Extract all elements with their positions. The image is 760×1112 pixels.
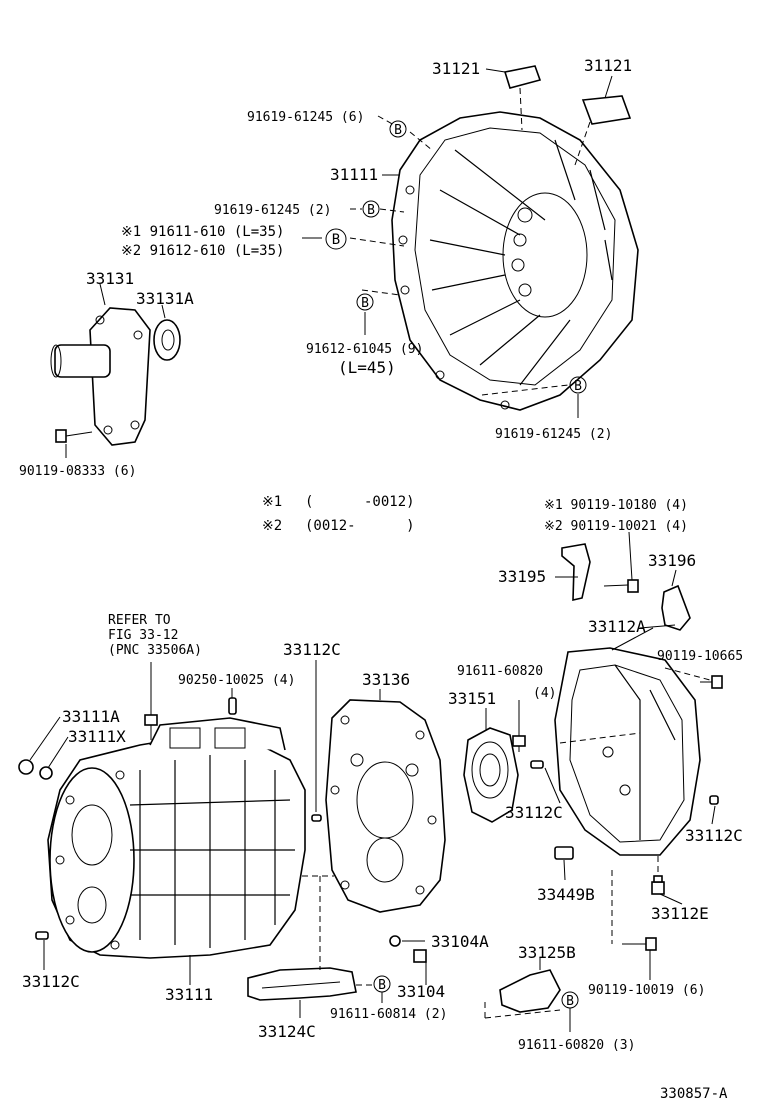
label-90119-10021: ※2 90119-10021 (4) (544, 519, 688, 534)
label-91612-61045: 91612-61045 (9) (306, 342, 423, 357)
label-31111: 31111 (330, 165, 378, 184)
badge-b-3: B (325, 228, 347, 250)
label-91611-60814: 91611-60814 (2) (330, 1007, 447, 1022)
label-33136: 33136 (362, 670, 410, 689)
label-33112C-left: 33112C (22, 972, 80, 991)
bracket-33195 (561, 543, 591, 602)
refer-line-3: (PNC 33506A) (108, 643, 202, 658)
bolt-90119-10180 (603, 579, 639, 593)
badge-b-2: B (362, 200, 380, 218)
label-33449B: 33449B (537, 885, 595, 904)
label-90119-10665: 90119-10665 (657, 649, 743, 664)
refer-line-2: FIG 33-12 (108, 628, 178, 643)
intermediate-plate-33136 (325, 699, 446, 913)
svg-text:B: B (394, 123, 402, 138)
pin-90250-10025 (228, 697, 237, 715)
badge-b-7: B (561, 991, 579, 1009)
badge-b-6: B (373, 975, 391, 993)
label-90119-10019: 90119-10019 (6) (588, 983, 705, 998)
label-33112C-right: 33112C (685, 826, 743, 845)
label-33196: 33196 (648, 551, 696, 570)
svg-text:B: B (566, 994, 574, 1009)
bracket-33124C (247, 967, 357, 1001)
label-33131A: 33131A (136, 289, 194, 308)
plug-33449B (554, 846, 574, 860)
plug-33111A (18, 759, 34, 775)
label-31121-a: 31121 (432, 59, 480, 78)
plug-33112E (651, 875, 665, 895)
bearing-retainer-33151 (463, 727, 519, 823)
label-91611-60820-4-qty: (4) (533, 686, 556, 701)
clutch-housing-31111 (391, 111, 639, 411)
label-33111: 33111 (165, 985, 213, 1004)
svg-text:B: B (378, 978, 386, 993)
label-33111X: 33111X (68, 727, 126, 746)
note1-mark: ※1 (262, 494, 282, 510)
bracket-33125B (499, 969, 561, 1013)
label-33112C-top: 33112C (283, 640, 341, 659)
note1-range: ( -0012) (305, 494, 415, 510)
figure-code: 330857-A (660, 1086, 728, 1102)
bolt-90119-10665 (700, 675, 723, 689)
bolt-90119-08333 (55, 429, 93, 443)
pin-33112C-left (35, 931, 49, 940)
label-33112A: 33112A (588, 617, 646, 636)
pin-33112C-mid (530, 760, 544, 769)
label-91612-610: ※2 91612-610 (L=35) (121, 243, 284, 259)
bracket-33196 (661, 584, 691, 631)
label-91611-60820-3: 91611-60820 (3) (518, 1038, 635, 1053)
label-90119-10180: ※1 90119-10180 (4) (544, 498, 688, 513)
label-33131: 33131 (86, 269, 134, 288)
note2-range: (0012- ) (305, 518, 415, 534)
extension-housing-33112A (554, 647, 701, 856)
label-90250-10025: 90250-10025 (4) (178, 673, 295, 688)
plug-33104 (413, 949, 427, 963)
badge-b-5: B (569, 376, 587, 394)
label-91619-61245-2-top: 91619-61245 (2) (214, 203, 331, 218)
boot-31121-b (581, 95, 632, 125)
label-33104: 33104 (397, 982, 445, 1001)
note2-mark: ※2 (262, 518, 282, 534)
label-33112E: 33112E (651, 904, 709, 923)
label-33104A: 33104A (431, 932, 489, 951)
plug-33104A (389, 935, 401, 947)
label-90119-08333: 90119-08333 (6) (19, 464, 136, 479)
label-33111A: 33111A (62, 707, 120, 726)
bolt-90119-10019 (622, 937, 657, 951)
bearing-retainer-33131 (50, 307, 151, 446)
label-33112C-mid: 33112C (505, 803, 563, 822)
pin-33112C-top (311, 814, 322, 822)
badge-b-4: B (356, 293, 374, 311)
label-91611-610: ※1 91611-610 (L=35) (121, 224, 284, 240)
bolt-91611-60820-4 (512, 735, 526, 752)
svg-text:B: B (361, 296, 369, 311)
oil-seal-33131A (153, 319, 181, 361)
transmission-case-33111 (47, 717, 306, 959)
boot-31121-a (503, 65, 542, 89)
label-91619-61245-2-bottom: 91619-61245 (2) (495, 427, 612, 442)
badge-b-1: B (389, 120, 407, 138)
label-91611-60820-4: 91611-60820 (457, 664, 543, 679)
label-33124C: 33124C (258, 1022, 316, 1041)
refer-line-1: REFER TO (108, 613, 171, 628)
label-33151: 33151 (448, 689, 496, 708)
leader-lines (29, 68, 716, 1032)
label-33195: 33195 (498, 567, 546, 586)
pin-33112C-right (709, 795, 719, 805)
label-31121-b: 31121 (584, 56, 632, 75)
svg-text:B: B (332, 232, 340, 248)
svg-text:B: B (574, 379, 582, 394)
svg-text:B: B (367, 203, 375, 218)
label-91612-61045-length: (L=45) (338, 358, 396, 377)
label-91619-61245-6: 91619-61245 (6) (247, 110, 364, 125)
gasket-33111X (39, 766, 53, 780)
label-33125B: 33125B (518, 943, 576, 962)
